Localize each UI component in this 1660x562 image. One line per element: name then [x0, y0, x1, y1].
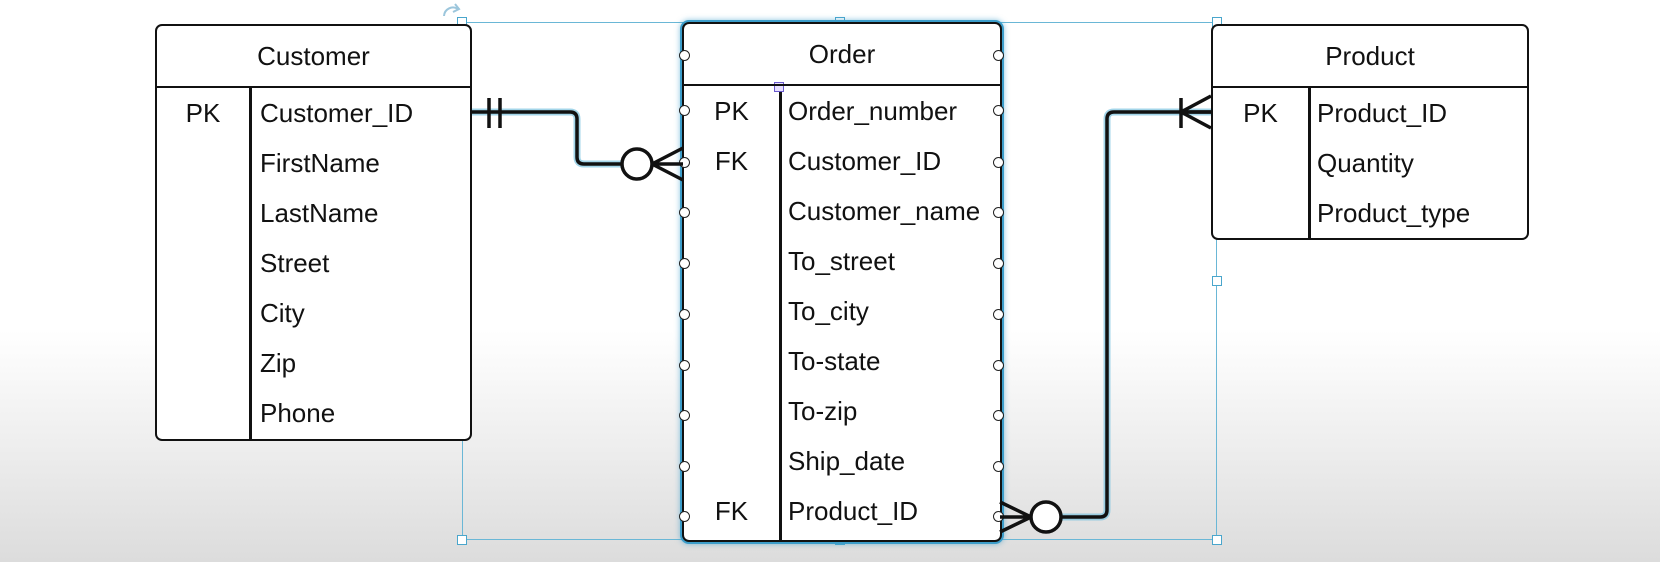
entity-row[interactable]: LastName [157, 188, 470, 238]
entity-row[interactable]: FirstName [157, 138, 470, 188]
key-label [684, 336, 779, 386]
key-label: PK [714, 96, 749, 126]
key-label [684, 236, 779, 286]
connection-anchor[interactable] [679, 309, 690, 320]
connection-anchor[interactable] [679, 207, 690, 218]
connection-anchor[interactable] [993, 511, 1004, 522]
resize-handle-br[interactable] [1212, 535, 1222, 545]
field-name: Customer_ID [788, 146, 942, 176]
entity-row[interactable]: PK Product_ID [1213, 88, 1527, 138]
connection-anchor[interactable] [679, 511, 690, 522]
column-divider [779, 86, 782, 540]
field-name: Phone [260, 398, 336, 428]
field-name: Zip [260, 348, 297, 378]
field-name: Street [260, 248, 330, 278]
entity-row[interactable]: FK Product_ID [684, 486, 1000, 536]
field-name: To-state [788, 346, 881, 376]
entity-row[interactable]: To_city [684, 286, 1000, 336]
connection-anchor[interactable] [993, 410, 1004, 421]
entity-title: Order [684, 24, 1000, 86]
connection-anchor[interactable] [679, 410, 690, 421]
key-label [1213, 188, 1308, 238]
key-label [684, 386, 779, 436]
field-name: Product_ID [1317, 98, 1448, 128]
connection-anchor[interactable] [993, 258, 1004, 269]
key-label [157, 138, 249, 188]
key-label: FK [714, 146, 749, 176]
column-divider [1308, 88, 1311, 238]
entity-row[interactable]: Quantity [1213, 138, 1527, 188]
entity-row[interactable]: To-state [684, 336, 1000, 386]
field-name: Order_number [788, 96, 958, 126]
entity-row[interactable]: Customer_name [684, 186, 1000, 236]
key-label [684, 186, 779, 236]
column-divider [249, 88, 252, 439]
connection-anchor[interactable] [679, 50, 690, 61]
key-label [157, 388, 249, 438]
entity-row[interactable]: PK Customer_ID [157, 88, 470, 138]
resize-handle-bl[interactable] [457, 535, 467, 545]
connection-anchor[interactable] [679, 157, 690, 168]
connection-anchor[interactable] [679, 360, 690, 371]
field-name: Ship_date [788, 446, 906, 476]
connection-anchor[interactable] [993, 360, 1004, 371]
key-label [157, 238, 249, 288]
rotate-icon [443, 6, 459, 17]
entity-row[interactable]: PK Order_number [684, 86, 1000, 136]
field-name: To_street [788, 246, 895, 276]
field-name: FirstName [260, 148, 380, 178]
connection-anchor[interactable] [993, 207, 1004, 218]
entity-row[interactable]: To-zip [684, 386, 1000, 436]
key-label [684, 436, 779, 486]
field-name: Customer_name [788, 196, 981, 226]
entity-row[interactable]: Zip [157, 338, 470, 388]
field-name: Product_ID [788, 496, 919, 526]
field-name: Quantity [1317, 148, 1414, 178]
divider-handle[interactable] [774, 82, 784, 92]
connection-anchor[interactable] [679, 105, 690, 116]
key-label: FK [714, 496, 749, 526]
field-name: To_city [788, 296, 869, 326]
field-name: Product_type [1317, 198, 1471, 228]
entity-row[interactable]: Phone [157, 388, 470, 438]
key-label [157, 188, 249, 238]
key-label: PK [1243, 98, 1278, 128]
connection-anchor[interactable] [993, 309, 1004, 320]
entity-row[interactable]: FK Customer_ID [684, 136, 1000, 186]
entity-row[interactable]: Ship_date [684, 436, 1000, 486]
connection-anchor[interactable] [993, 50, 1004, 61]
entity-product[interactable]: Product PK Product_ID Quantity Product_t… [1211, 24, 1529, 240]
key-label [157, 288, 249, 338]
entity-order[interactable]: Order PK Order_number FK Customer_ID Cus… [682, 22, 1002, 542]
entity-row[interactable]: Product_type [1213, 188, 1527, 238]
resize-handle-mr[interactable] [1212, 276, 1222, 286]
rotate-icon-arrow [452, 3, 461, 13]
key-label [1213, 138, 1308, 188]
connection-anchor[interactable] [993, 105, 1004, 116]
entity-title: Customer [157, 26, 470, 88]
entity-title: Product [1213, 26, 1527, 88]
connection-anchor[interactable] [679, 461, 690, 472]
field-name: LastName [260, 198, 379, 228]
entity-row[interactable]: City [157, 288, 470, 338]
key-label [157, 338, 249, 388]
connection-anchor[interactable] [993, 157, 1004, 168]
connection-anchor[interactable] [993, 461, 1004, 472]
entity-customer[interactable]: Customer PK Customer_ID FirstName LastNa… [155, 24, 472, 441]
entity-row[interactable]: Street [157, 238, 470, 288]
key-label: PK [185, 98, 221, 128]
key-label [684, 286, 779, 336]
entity-row[interactable]: To_street [684, 236, 1000, 286]
connection-anchor[interactable] [679, 258, 690, 269]
field-name: Customer_ID [260, 98, 414, 128]
field-name: To-zip [788, 396, 858, 426]
field-name: City [260, 298, 305, 328]
